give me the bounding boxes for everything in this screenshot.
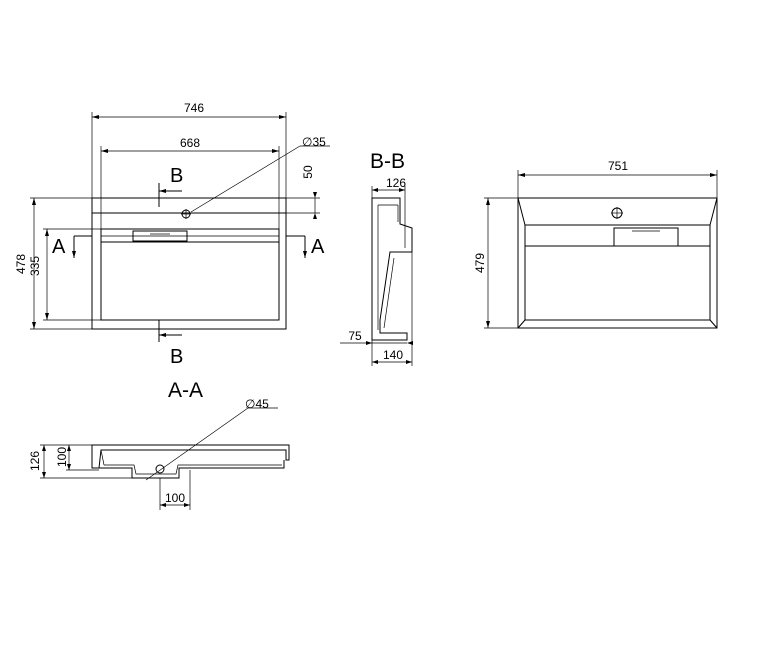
section-b-bottom-label: B	[170, 346, 183, 368]
basin-bowl	[100, 228, 280, 321]
dim-126: 126	[386, 176, 406, 190]
dim-478: 478	[14, 254, 28, 274]
right-basin-outline	[517, 197, 718, 329]
dim-668: 668	[180, 136, 200, 150]
top-view: 746 668 ∅35 50 478 335 A	[14, 101, 330, 368]
dim-335: 335	[28, 256, 42, 276]
dim-hole-35: ∅35	[302, 135, 326, 149]
section-bb-view: B-B 126 75 140	[340, 150, 413, 366]
dim-751: 751	[608, 159, 628, 173]
dim-75: 75	[348, 329, 362, 343]
dim-479: 479	[473, 253, 487, 273]
dim-aa-100-h: 100	[165, 491, 185, 505]
dim-aa-126: 126	[28, 451, 42, 471]
right-overflow-slot	[613, 227, 679, 247]
dim-50: 50	[301, 165, 315, 179]
basin-outline	[91, 197, 287, 330]
right-view: 751 479	[473, 159, 718, 329]
aa-drain	[155, 464, 165, 474]
section-aa-view: A-A ∅45 126 100 100	[28, 379, 290, 510]
dim-aa-100: 100	[55, 447, 69, 467]
bb-profile	[371, 197, 413, 341]
overflow-slot	[132, 230, 188, 242]
section-b-top-label: B	[170, 165, 183, 187]
dim-140: 140	[383, 348, 403, 362]
section-a-right-label: A	[311, 236, 325, 258]
section-bb-title: B-B	[370, 150, 405, 173]
dim-746: 746	[184, 101, 204, 115]
section-aa-title: A-A	[168, 379, 203, 402]
right-basin-bowl	[524, 224, 711, 321]
aa-bowl	[99, 460, 285, 479]
dim-drain-45: ∅45	[245, 397, 269, 411]
aa-rim	[91, 444, 290, 469]
section-a-left-label: A	[52, 236, 66, 258]
